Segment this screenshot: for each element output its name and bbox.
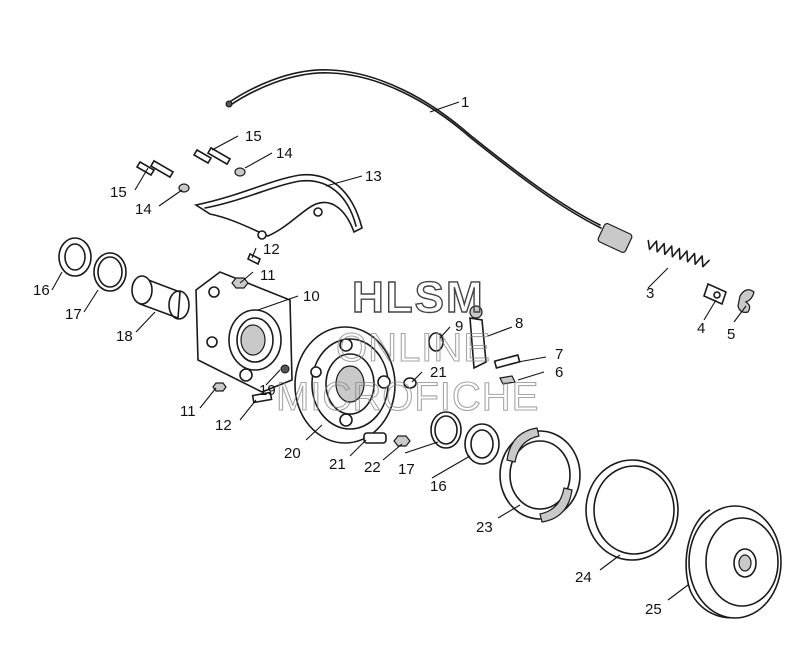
callout-17-right: 17 — [398, 461, 415, 478]
callout-17-left: 17 — [65, 306, 82, 323]
part-brake-drum — [685, 505, 782, 619]
callout-5: 5 — [727, 326, 735, 343]
callout-1: 1 — [461, 94, 469, 111]
callout-16-right: 16 — [430, 478, 447, 495]
watermark-line3: MICROFICHE — [276, 375, 539, 419]
callout-24: 24 — [575, 569, 592, 586]
callout-16-left: 16 — [33, 282, 50, 299]
part-adjuster-pin — [703, 282, 727, 306]
callout-23: 23 — [476, 519, 493, 536]
part-spacer-tube — [131, 275, 190, 320]
part-seals-left — [58, 237, 127, 292]
part-chain-guard — [193, 173, 363, 240]
callout-19: 19 — [259, 382, 276, 399]
callout-10: 10 — [303, 288, 320, 305]
callout-9: 9 — [455, 318, 463, 335]
part-brake-arm — [428, 305, 487, 370]
callout-13: 13 — [365, 168, 382, 185]
part-seals-right — [430, 411, 500, 465]
callout-labels: 1 3 4 5 6 7 8 9 10 11 11 12 12 13 14 14 … — [33, 94, 735, 618]
callout-21-upper: 21 — [430, 364, 447, 381]
part-small-fasteners — [212, 252, 290, 404]
callout-12-upper: 12 — [263, 241, 280, 258]
callout-18: 18 — [116, 328, 133, 345]
part-bolts-upper — [135, 146, 246, 193]
watermark-line2: ONLINE — [336, 326, 491, 370]
callout-11-upper: 11 — [260, 267, 276, 284]
callout-20: 20 — [284, 445, 301, 462]
callout-14-lower: 14 — [135, 201, 152, 218]
callout-25: 25 — [645, 601, 662, 618]
watermark-line1: HLSM — [352, 273, 485, 322]
leader-lines — [51, 101, 747, 601]
part-mounting-bracket — [195, 271, 293, 393]
part-brake-shoes — [499, 427, 581, 523]
part-drum-ring — [585, 459, 679, 561]
callout-8: 8 — [515, 315, 523, 332]
watermark: HLSM ONLINE MICROFICHE — [275, 272, 539, 419]
callout-14-upper: 14 — [276, 145, 293, 162]
callout-21-lower: 21 — [329, 456, 346, 473]
callout-11-lower: 11 — [180, 403, 196, 420]
callout-22: 22 — [364, 459, 381, 476]
part-arm-bolt-nut — [493, 354, 521, 385]
callout-7: 7 — [555, 346, 563, 363]
part-brake-cable — [225, 69, 633, 254]
callout-15-lower: 15 — [110, 184, 127, 201]
callout-6: 6 — [555, 364, 563, 381]
part-wing-nut — [737, 289, 755, 313]
callout-3: 3 — [646, 285, 654, 302]
callout-15-upper: 15 — [245, 128, 262, 145]
callout-12-lower: 12 — [215, 417, 232, 434]
part-spring — [647, 239, 710, 268]
callout-4: 4 — [697, 320, 705, 337]
part-brake-panel — [294, 326, 396, 444]
